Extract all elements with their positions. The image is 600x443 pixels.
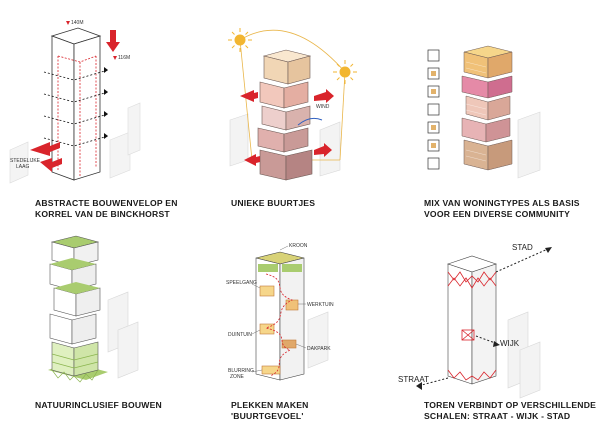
panel-schalen: STAD WIJK STRAAT TOREN VERBINDT OP VERSC… bbox=[398, 220, 600, 443]
panel-buurtjes: WIND UNIEKE BUURTJES bbox=[200, 0, 400, 220]
circulation-route bbox=[264, 273, 294, 377]
context-buildings bbox=[307, 311, 329, 369]
speelgang-label: SPEELGANG bbox=[226, 280, 257, 286]
stacked-blocks bbox=[257, 49, 313, 181]
wind-arrows bbox=[240, 89, 334, 166]
block-4 bbox=[257, 127, 309, 153]
street-layer-label-2: LAAG bbox=[16, 164, 29, 170]
caption-buurtjes: UNIEKE BUURTJES bbox=[231, 198, 316, 208]
caption-woningtypes-1: MIX VAN WONINGTYPES ALS BASIS bbox=[424, 198, 580, 208]
woningtypes-diagram bbox=[427, 45, 541, 179]
stad-label: STAD bbox=[512, 243, 533, 252]
caption-schalen-2: SCHALEN: STRAAT - WIJK - STAD bbox=[424, 411, 571, 421]
mid-box bbox=[461, 329, 475, 341]
slice-arrows bbox=[104, 67, 108, 139]
sun-icon bbox=[228, 28, 252, 52]
buurtjes-diagram: WIND bbox=[228, 28, 357, 181]
panel-bouwenvelop: 140M 116M STEDELIJKE LAAG ABSTRACTE BOUW… bbox=[0, 0, 200, 220]
unit-type-icon-fills bbox=[431, 71, 436, 148]
green-tower bbox=[49, 235, 101, 377]
height-top-marker bbox=[66, 21, 70, 25]
block-1 bbox=[262, 49, 312, 85]
street-arrows bbox=[30, 142, 62, 172]
zone-label: ZONE bbox=[230, 374, 245, 380]
caption-schalen-1: TOREN VERBINDT OP VERSCHILLENDE bbox=[424, 400, 597, 410]
amenity-spaces bbox=[259, 285, 299, 375]
caption-woningtypes-2: VOOR EEN DIVERSE COMMUNITY bbox=[424, 209, 571, 219]
caption-bouwenvelop-2: KORREL VAN DE BINCKHORST bbox=[35, 209, 170, 219]
tower-envelope bbox=[50, 27, 102, 181]
kroon-label: KROON bbox=[289, 243, 308, 249]
caption-plekken-2: 'BUURTGEVOEL' bbox=[231, 411, 304, 421]
schalen-diagram: STAD WIJK STRAAT bbox=[398, 243, 552, 399]
height-mid-label: 116M bbox=[118, 55, 130, 61]
height-top-label: 140M bbox=[71, 20, 84, 26]
wind-label: WIND bbox=[316, 104, 330, 110]
duintuin-label: DUINTUIN bbox=[228, 332, 252, 338]
tower-pattern bbox=[465, 61, 487, 162]
inner-envelope bbox=[57, 55, 97, 176]
mix-tower bbox=[461, 45, 513, 171]
caption-plekken-1: PLEKKEN MAKEN bbox=[231, 400, 309, 410]
scale-arrows bbox=[417, 247, 551, 387]
height-mid-marker bbox=[113, 56, 117, 60]
context-buildings bbox=[517, 111, 541, 179]
green-facade-lines bbox=[51, 353, 99, 383]
blurring-label: BLURRING bbox=[228, 368, 254, 374]
bouwenvelop-diagram: 140M 116M STEDELIJKE LAAG bbox=[9, 20, 141, 184]
panel-natuur: NATUURINCLUSIEF BOUWEN bbox=[0, 220, 200, 443]
plekken-diagram: KROON SPEELGANG WERKTUIN DUINTUIN DAKPAR… bbox=[226, 243, 334, 381]
dakpark-label: DAKPARK bbox=[307, 346, 331, 352]
wijk-label: WIJK bbox=[500, 339, 520, 348]
unit-type-icons bbox=[427, 49, 440, 170]
leader-lines bbox=[251, 245, 307, 373]
context-buildings bbox=[507, 311, 541, 399]
panel-plekken: KROON SPEELGANG WERKTUIN DUINTUIN DAKPAR… bbox=[200, 220, 400, 443]
werktuin-label: WERKTUIN bbox=[307, 302, 334, 308]
block-3 bbox=[261, 105, 311, 131]
natuur-diagram bbox=[48, 235, 139, 383]
arrow-heads bbox=[416, 247, 552, 390]
crown-truss bbox=[447, 271, 497, 289]
context-buildings bbox=[107, 291, 139, 379]
caption-natuur: NATUURINCLUSIEF BOUWEN bbox=[35, 400, 162, 410]
wind-blue-arrow bbox=[297, 117, 323, 126]
crown-greens bbox=[258, 264, 302, 272]
caption-bouwenvelop-1: ABSTRACTE BOUWENVELOP EN bbox=[35, 198, 178, 208]
panel-woningtypes: MIX VAN WONINGTYPES ALS BASIS VOOR EEN D… bbox=[400, 0, 600, 220]
street-layer-label: STEDELIJKE bbox=[10, 158, 41, 164]
context-buildings bbox=[9, 102, 141, 184]
sun-icon bbox=[333, 60, 357, 84]
block-5 bbox=[259, 149, 313, 181]
green-roofs bbox=[50, 258, 100, 294]
block-2 bbox=[259, 81, 309, 109]
height-arrow bbox=[106, 30, 120, 52]
straat-label: STRAAT bbox=[398, 375, 429, 384]
schalen-tower bbox=[447, 255, 497, 385]
base-truss bbox=[447, 369, 497, 381]
